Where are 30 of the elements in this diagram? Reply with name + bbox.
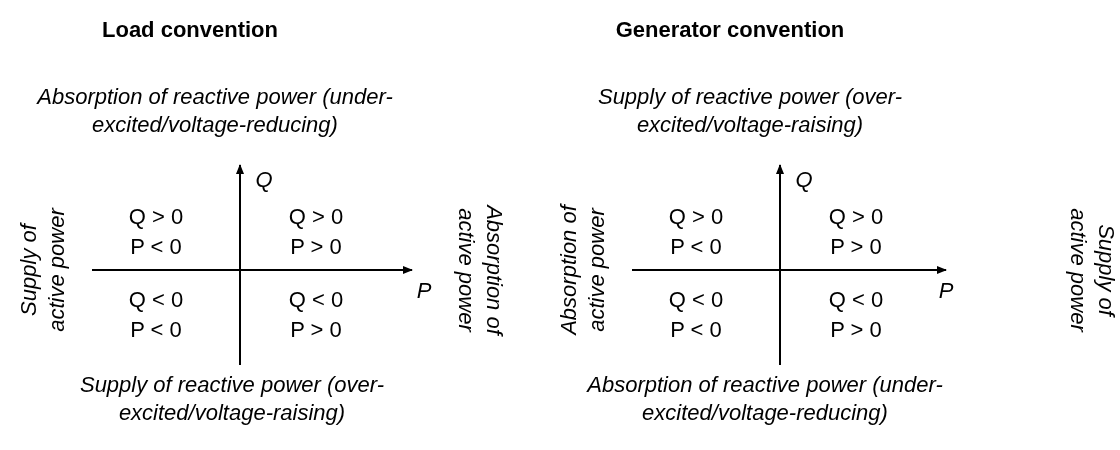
side-caption: Supply of active power [14, 206, 70, 334]
quadrant-caption: Absorption of reactive power (under-excited/voltage-reducing) [35, 82, 394, 138]
axis-label: P [416, 277, 432, 305]
quadrant-condition: Q > 0 [828, 203, 884, 231]
quadrant-condition: P > 0 [290, 233, 342, 261]
quadrant-condition: Q < 0 [668, 286, 724, 314]
quadrant-condition: P < 0 [130, 233, 182, 261]
quadrant-condition: P > 0 [830, 316, 882, 344]
quadrant-condition: P < 0 [670, 316, 722, 344]
quadrant-condition: P < 0 [670, 233, 722, 261]
side-caption: Supply of active power [1065, 207, 1120, 335]
side-caption: Absorption of active power [554, 202, 610, 338]
quadrant-condition: Q > 0 [668, 203, 724, 231]
quadrant-condition: P > 0 [830, 233, 882, 261]
quadrant-condition: P < 0 [130, 316, 182, 344]
quadrant-caption: Absorption of reactive power (under-excited/voltage-reducing) [585, 370, 944, 426]
side-caption: Absorption of active power [453, 203, 508, 339]
axis-label: Q [795, 166, 813, 194]
heading: Load convention [102, 16, 278, 44]
heading: Generator convention [615, 16, 845, 44]
quadrant-condition: Q < 0 [828, 286, 884, 314]
quadrant-condition: Q < 0 [128, 286, 184, 314]
quadrant-condition: Q < 0 [288, 286, 344, 314]
quadrant-condition: Q > 0 [128, 203, 184, 231]
axis-label: Q [255, 166, 273, 194]
quadrant-condition: Q > 0 [288, 203, 344, 231]
quadrant-caption: Supply of reactive power (over-excited/voltage-raising) [596, 82, 904, 138]
axis-label: P [938, 277, 954, 305]
quadrant-caption: Supply of reactive power (over-excited/voltage-raising) [78, 370, 386, 426]
quadrant-condition: P > 0 [290, 316, 342, 344]
